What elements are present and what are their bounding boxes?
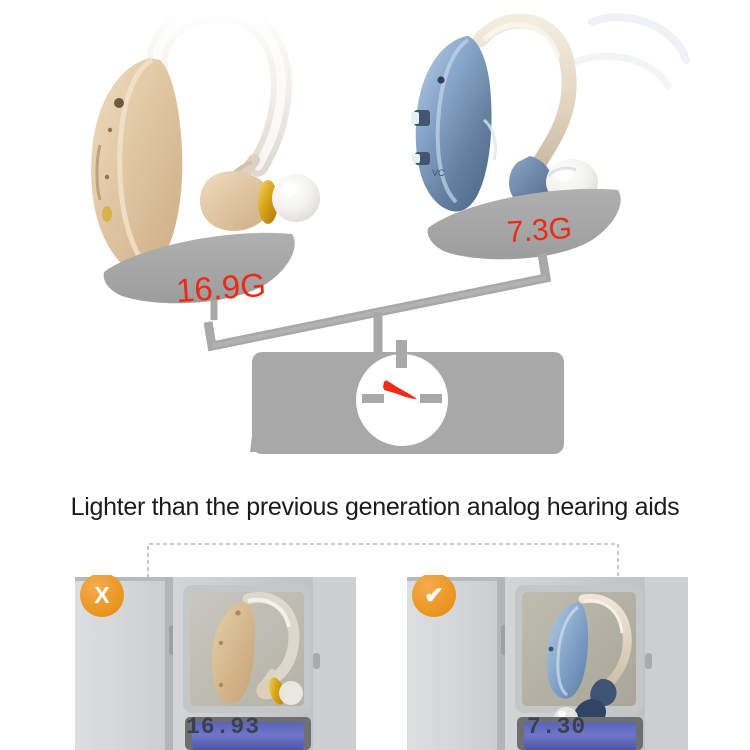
- left-scale-photo: [75, 577, 356, 750]
- left-pan: [103, 232, 295, 304]
- right-lcd-screen: [524, 722, 636, 750]
- left-lcd-screen: [192, 722, 304, 750]
- page-caption: Lighter than the previous generation ana…: [70, 493, 680, 521]
- left-scale-reading: 16.93: [186, 714, 261, 740]
- beige-aid-on-scale: [211, 592, 303, 705]
- check-mark-badge: ✔: [412, 575, 456, 617]
- right-scale-reading: 7.30: [527, 714, 587, 740]
- comparison-panel-right: ✔: [405, 575, 688, 750]
- balance-scale-graphic: [103, 188, 621, 454]
- cross-mark-badge: X: [80, 575, 124, 617]
- right-scale-photo: [407, 577, 688, 750]
- beige-hearing-aid-image: [91, 1, 320, 273]
- svg-text:VC: VC: [432, 168, 445, 178]
- right-pan: [427, 188, 621, 260]
- comparison-panel-left: X: [73, 575, 356, 750]
- scale-dial: [356, 354, 448, 446]
